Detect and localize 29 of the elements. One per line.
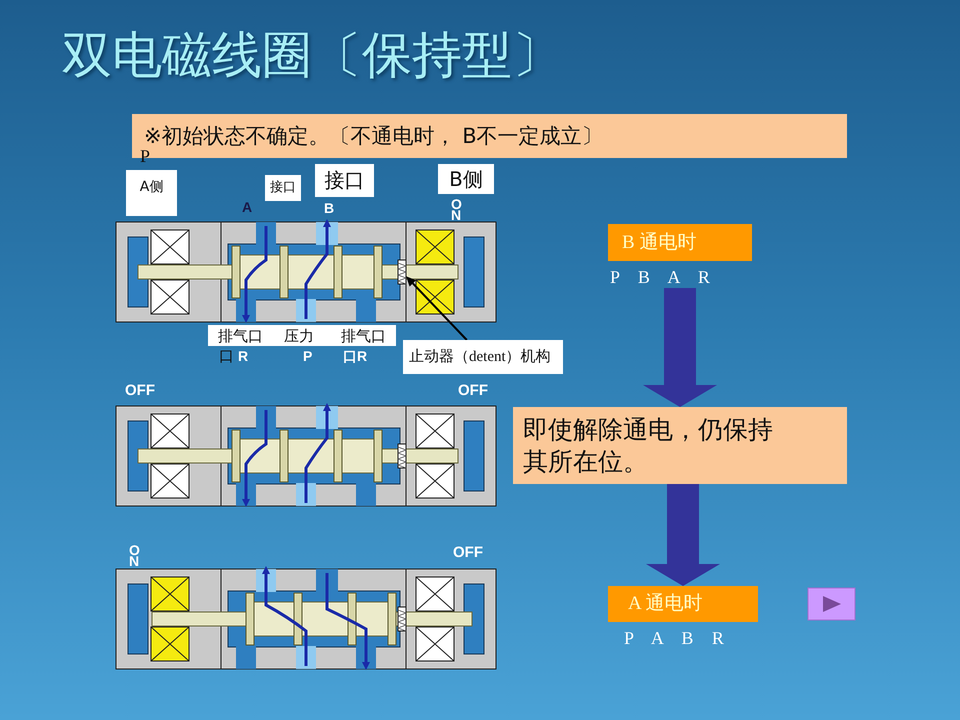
port-letter: P — [303, 349, 312, 363]
port-letter: B — [324, 201, 334, 215]
coil-state-label: ON — [451, 199, 463, 221]
status-box: B 通电时 — [608, 224, 752, 261]
block-arrow — [643, 288, 717, 407]
pin-letters: P A B R — [624, 628, 725, 649]
note-box: 即使解除通电，仍保持其所在位。 — [513, 407, 847, 484]
slide-title: 双电磁线圈〔保持型〕 — [62, 25, 562, 86]
pin-letters: P B A R — [610, 267, 711, 288]
coil-state-label: OFF — [458, 384, 488, 398]
port-label: 排气口 — [341, 328, 386, 344]
port-tag: A侧 — [126, 170, 177, 216]
port-tag: B侧 — [438, 164, 494, 194]
status-box: A 通电时 — [608, 586, 758, 622]
leader-line — [406, 276, 468, 341]
port-label: 排气口 — [218, 328, 263, 344]
port-label: 口R — [343, 349, 368, 363]
coil-state-label: OFF — [125, 384, 155, 398]
callout-label: 止动器（detent）机构 — [403, 340, 563, 374]
port-tag: 接口 — [315, 164, 374, 197]
coil-state-label: OFF — [453, 546, 483, 560]
port-label: 口 — [219, 348, 234, 364]
port-letter: A — [242, 200, 252, 214]
port-letter: R — [238, 349, 248, 363]
port-label: 压力 — [284, 328, 314, 344]
detent-drawing — [396, 260, 408, 284]
block-arrow — [646, 484, 720, 586]
coil-state-label: ON — [129, 545, 141, 567]
port-tag: 接口 — [265, 175, 301, 201]
